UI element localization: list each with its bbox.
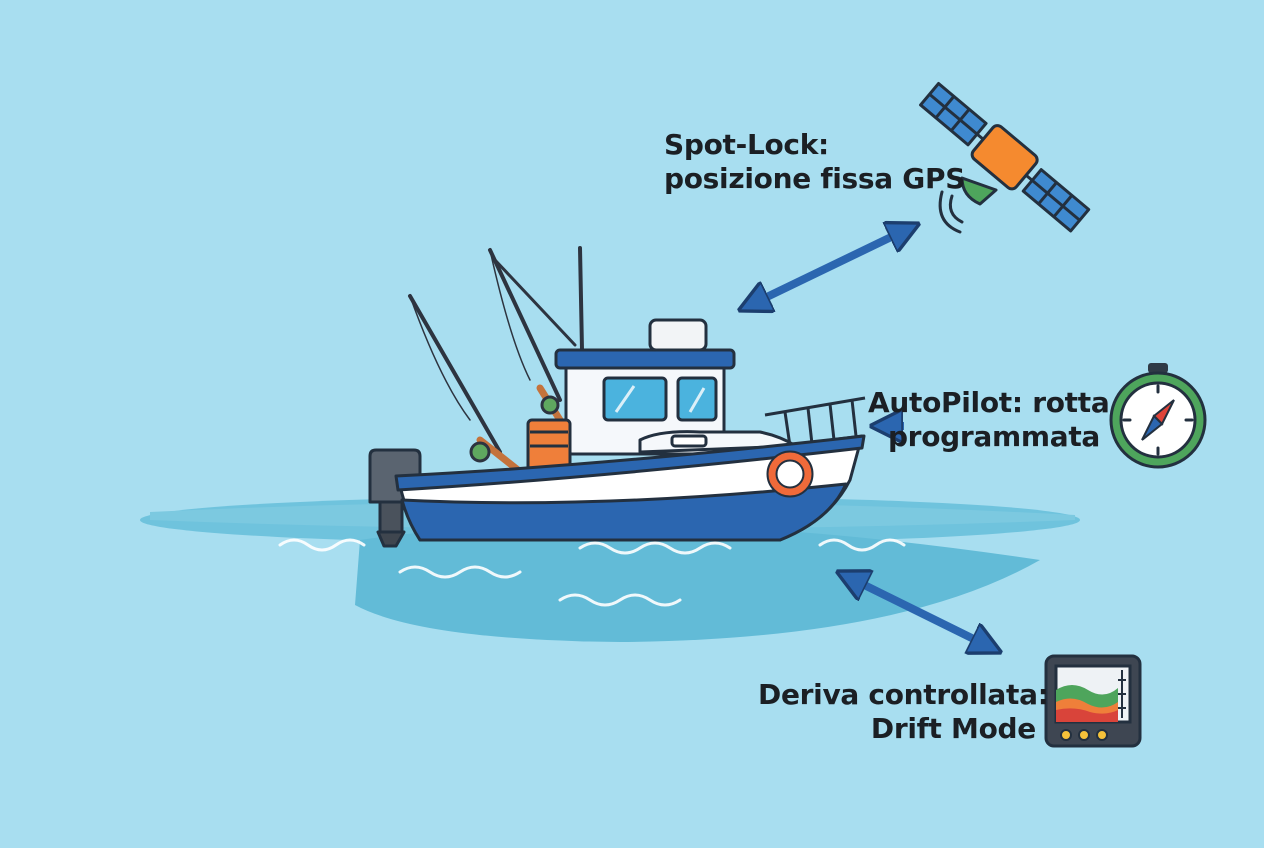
fishing-rods bbox=[408, 246, 584, 474]
autopilot-label-line1: AutoPilot: rotta bbox=[868, 386, 1110, 419]
spot-lock-label: Spot-Lock: posizione fissa GPS bbox=[664, 128, 965, 196]
autopilot-label-line2: programmata bbox=[887, 420, 1100, 453]
drift-mode-label-line2: Drift Mode bbox=[870, 712, 1036, 745]
arrows bbox=[744, 226, 996, 650]
autopilot-label: AutoPilot: rotta programmata bbox=[868, 386, 1110, 454]
waves bbox=[278, 538, 906, 607]
compass-icon bbox=[1109, 363, 1207, 469]
satellite-icon bbox=[919, 82, 1091, 234]
drift-mode-label-line1: Deriva controllata: bbox=[758, 678, 1049, 711]
spot-lock-label-line2: posizione fissa GPS bbox=[664, 162, 966, 195]
spot-lock-label-line1: Spot-Lock: bbox=[664, 128, 829, 161]
arrow-drift bbox=[842, 574, 996, 650]
fishing-boat-illustration bbox=[368, 318, 866, 548]
drift-mode-label: Deriva controllata: Drift Mode bbox=[758, 678, 1049, 746]
arrow-spot-lock bbox=[744, 226, 914, 308]
sonar-display-icon bbox=[1044, 654, 1142, 748]
